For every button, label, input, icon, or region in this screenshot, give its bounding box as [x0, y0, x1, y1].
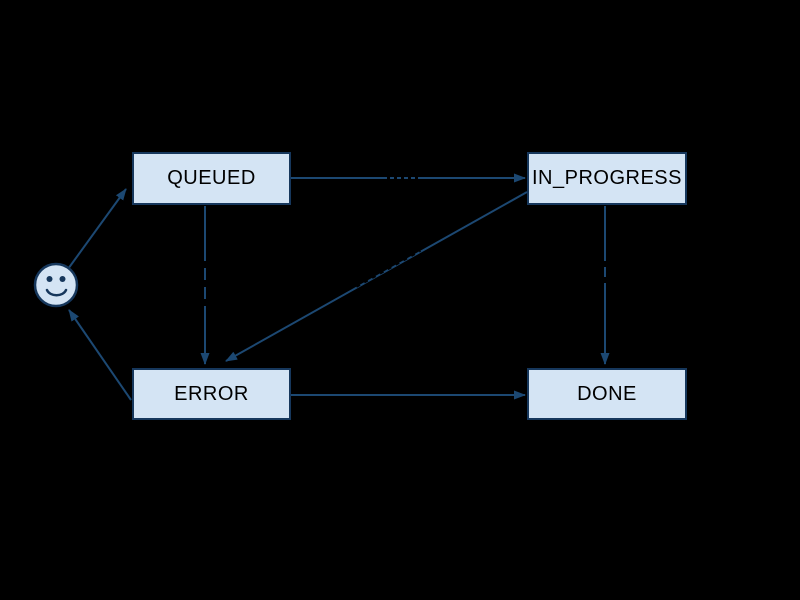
edge-error-to-user	[68, 309, 132, 401]
state-node-in-progress: IN_PROGRESS	[527, 152, 687, 205]
state-node-done: DONE	[527, 368, 687, 420]
state-node-error: ERROR	[132, 368, 291, 420]
state-node-queued-label: QUEUED	[167, 167, 256, 189]
state-node-in-progress-label: IN_PROGRESS	[532, 167, 682, 189]
smiley-face-icon	[33, 262, 79, 308]
state-node-queued: QUEUED	[132, 152, 291, 205]
state-node-done-label: DONE	[577, 382, 637, 405]
edge-label-occlusion	[355, 248, 421, 288]
edge-user-to-queued	[67, 188, 127, 270]
edge-in-progress-to-error	[225, 191, 528, 362]
state-node-error-label: ERROR	[174, 382, 249, 405]
